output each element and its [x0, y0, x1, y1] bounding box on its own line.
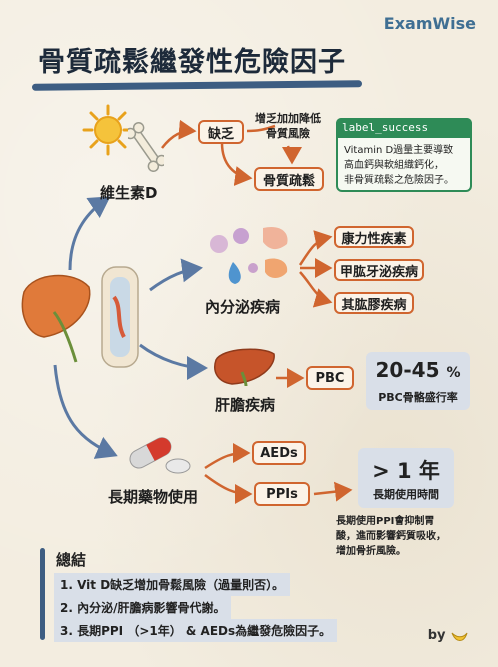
brand-logo: ExamWise — [383, 14, 476, 33]
ppis-box: PPIs — [254, 482, 310, 506]
byline-text: by — [427, 628, 446, 643]
pbc-box: PBC — [306, 366, 354, 390]
endocrine-item-2: 甲肱牙泌疾病 — [334, 259, 424, 281]
aeds-box: AEDs — [252, 441, 306, 465]
deficiency-box: 缺乏 — [198, 120, 244, 144]
bone-icon — [128, 121, 164, 173]
page-title: 骨質疏鬆繼發性危險因子 — [38, 47, 346, 78]
osteoporosis-box: 骨質疏鬆 — [254, 167, 324, 191]
summary-item: 2. 內分泌/肝膽病影響骨代謝。 — [54, 596, 232, 619]
endocrine-glands-icon — [210, 226, 288, 284]
drug-duration-card: > 1 年 長期使用時間 — [358, 448, 454, 508]
ppi-note: 長期使用PPI會抑制胃 酸，進而影響鈣質吸收， 增加骨折風險。 — [336, 514, 446, 559]
endocrine-label: 內分泌疾病 — [205, 298, 281, 316]
banana-icon — [451, 632, 468, 641]
pbc-stat-label: PBC骨骼盛行率 — [378, 391, 458, 404]
ppi-note-line: 酸，進而影響鈣質吸收， — [336, 531, 446, 542]
duration-label: 長期使用時間 — [373, 488, 439, 501]
summary-title: 總結 — [56, 551, 87, 569]
ppi-note-line: 長期使用PPI會抑制胃 — [336, 516, 435, 527]
summary-item: 1. Vit D缺乏增加骨鬆風險（過量則否）。 — [54, 573, 291, 596]
liver-label: 肝膽疾病 — [215, 396, 276, 414]
ppi-note-line: 增加骨折風險。 — [336, 546, 406, 557]
pbc-stat-unit: % — [446, 365, 461, 381]
vitd-callout: label_success Vitamin D過量主要導致 高血鈣與軟組織鈣化，… — [336, 118, 472, 192]
bone-liver-illustration — [21, 266, 139, 368]
drugs-label: 長期藥物使用 — [108, 488, 199, 506]
endocrine-item-3: 其肱膠疾病 — [334, 292, 414, 314]
vitd-label: 維生素D — [100, 184, 158, 202]
callout-line: 高血鈣與軟組織鈣化， — [344, 160, 444, 171]
duration-value: > 1 年 — [372, 459, 440, 483]
callout-tag: label_success — [336, 118, 472, 138]
pbc-stat-card: 20-45 % PBC骨骼盛行率 — [366, 352, 470, 410]
vitd-note-line1: 增乏加加降低 — [255, 112, 321, 125]
pbc-stat-value: 20-45 — [375, 358, 440, 382]
byline: by — [428, 628, 468, 643]
liver-icon — [214, 348, 275, 387]
summary-accent-bar — [40, 548, 45, 640]
endocrine-item-1: 康力性疾素 — [334, 226, 414, 248]
callout-line: 非骨質疏鬆之危險因子。 — [344, 175, 454, 186]
callout-line: Vitamin D過量主要導致 — [344, 145, 454, 156]
pills-icon — [129, 437, 191, 474]
vitd-note-line2: 骨質風險 — [266, 127, 310, 140]
summary-item: 3. 長期PPI （>1年） & AEDs為繼發危險因子。 — [54, 619, 338, 642]
sun-icon — [82, 104, 134, 156]
